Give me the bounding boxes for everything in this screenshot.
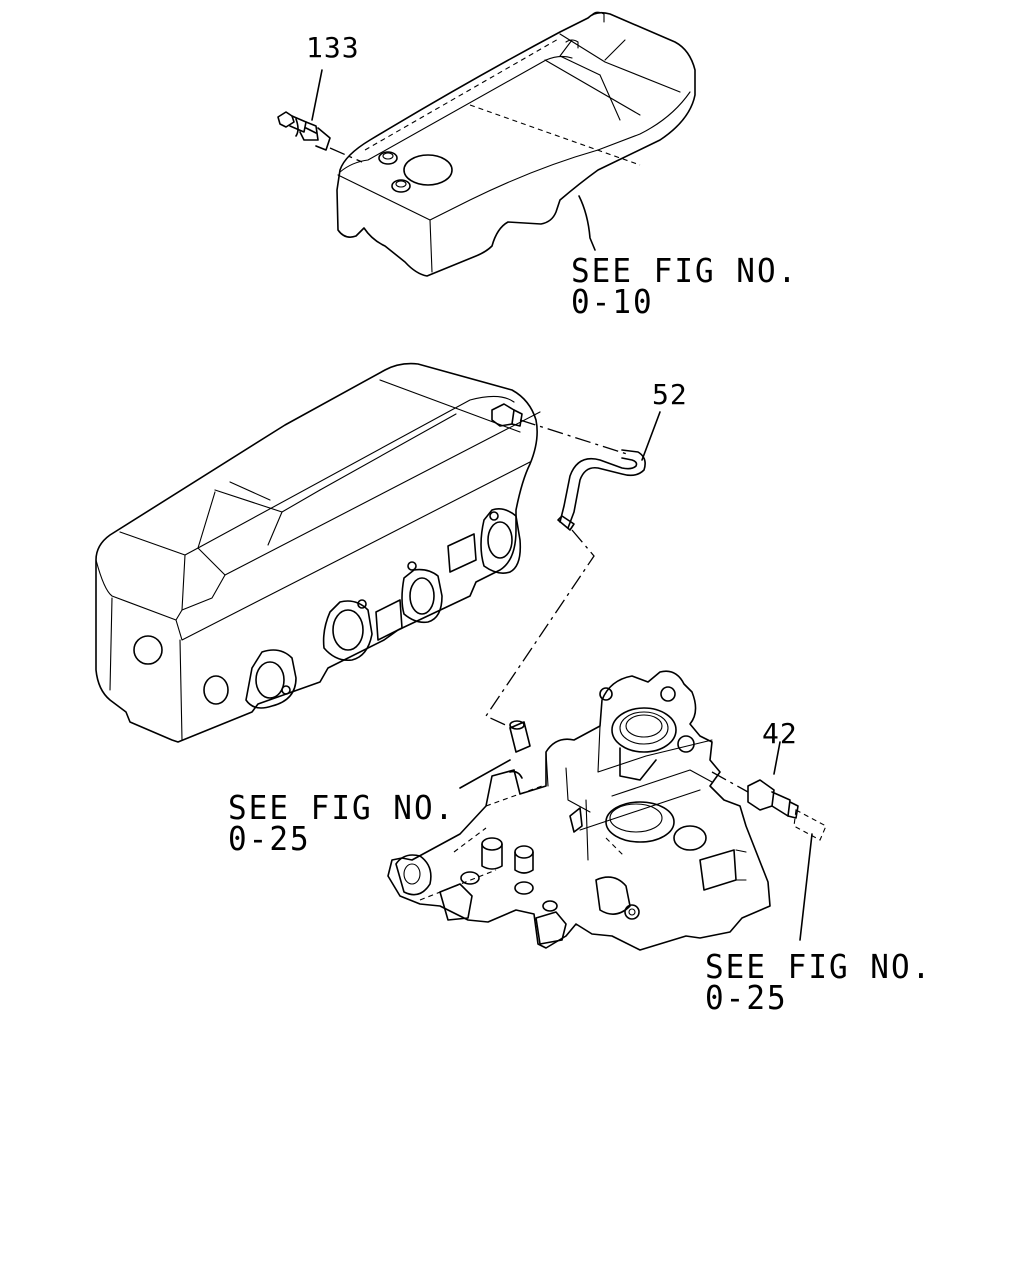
reference-left-line1: SEE FIG NO. <box>228 789 456 828</box>
reference-right-line2: 0-25 <box>705 979 788 1018</box>
part-52-hose <box>485 411 661 753</box>
upper-rocker-cover <box>336 11 696 277</box>
part-133-valve <box>277 69 363 163</box>
part-42-fitting <box>711 741 827 941</box>
callout-52: 52 <box>652 378 688 411</box>
callout-42: 42 <box>762 717 798 750</box>
reference-left-line2: 0-25 <box>228 820 311 859</box>
intake-manifold <box>387 670 771 951</box>
reference-upper-line2: 0-10 <box>571 283 654 322</box>
reference-right-line1: SEE FIG NO. <box>705 948 933 987</box>
callout-133: 133 <box>306 31 360 64</box>
cylinder-head <box>95 362 631 743</box>
reference-upper-line1: SEE FIG NO. <box>571 252 799 291</box>
leader-line-left-ref <box>459 759 511 789</box>
